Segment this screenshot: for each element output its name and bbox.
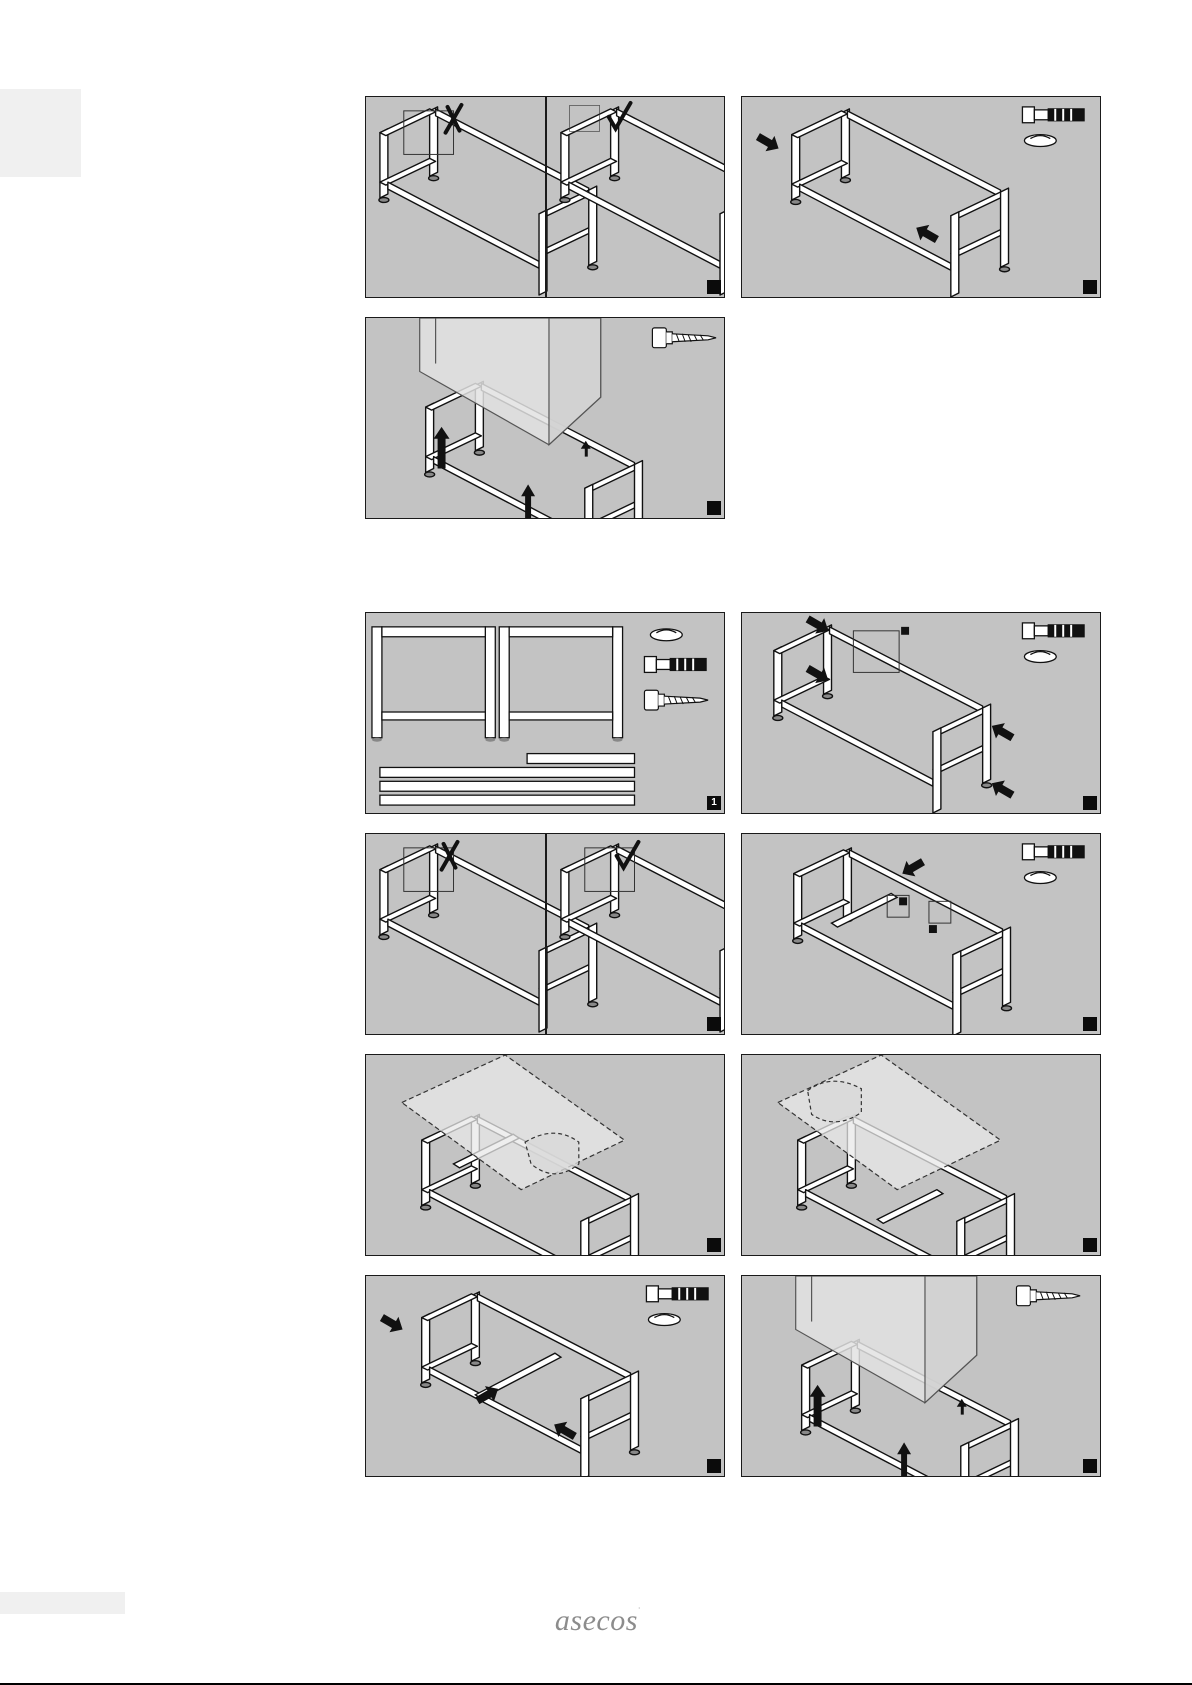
panel-b1: 1 [365,612,725,814]
step-badge [1083,1238,1097,1252]
step-badge [707,1017,721,1031]
bolt-icon [646,1286,708,1302]
step-badge [707,1459,721,1473]
bolt-icon [644,657,706,673]
arrow-icon [753,129,783,156]
footer-tab [0,1592,125,1614]
cap-icon [1024,135,1056,147]
screw-icon [1016,1286,1080,1306]
step-badge [1083,1017,1097,1031]
cap-icon [1024,872,1056,884]
bolt-icon [1022,844,1084,860]
screw-icon [652,328,716,348]
logo-mark: · [638,1604,641,1613]
arrow-icon [912,220,942,247]
arrow-icon [987,718,1017,745]
step-badge [1083,1459,1097,1473]
panel-b3 [365,833,725,1035]
bolt-icon [1022,623,1084,639]
panel-a2 [741,96,1101,298]
panel-b8 [741,1275,1101,1477]
step-badge [707,280,721,294]
step-badge [707,501,721,515]
panel-b6 [741,1054,1101,1256]
step-badge [1083,796,1097,810]
step-badge: 1 [707,796,721,810]
panel-b2 [741,612,1101,814]
screw-icon [644,690,708,710]
panel-a3 [365,317,725,519]
step-badge [707,1238,721,1252]
cap-icon [1024,651,1056,663]
step-badge [1083,280,1097,294]
logo-text: asecos [555,1604,638,1637]
arrow-icon [987,776,1017,803]
panel-b4 [741,833,1101,1035]
panel-b7 [365,1275,725,1477]
arrow-icon [377,1310,407,1337]
panel-a1 [365,96,725,298]
panel-b5 [365,1054,725,1256]
asecos-logo: asecos· [551,1604,645,1638]
bolt-icon [1022,107,1084,123]
side-tab [0,89,81,177]
cap-icon [648,1314,680,1326]
cap-icon [650,629,682,641]
